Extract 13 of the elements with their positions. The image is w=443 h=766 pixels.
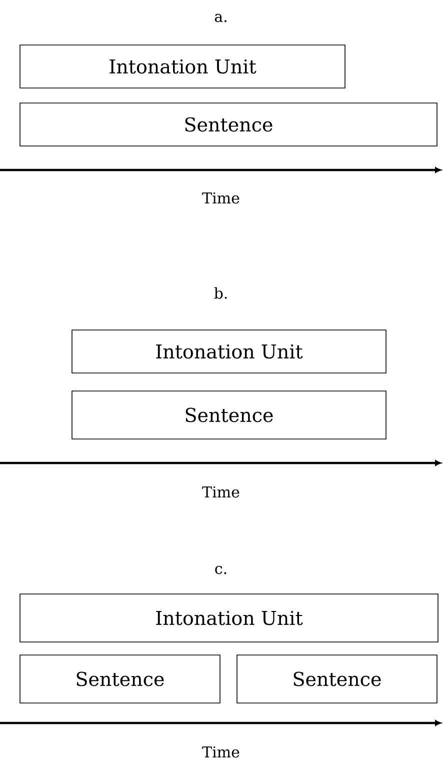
text-box: Intonation Unit [20,594,438,642]
text-box: Sentence [72,390,386,440]
panel-letter: a. [214,14,226,22]
text-box: Intonation Unit [20,44,346,88]
text-box: Intonation Unit [72,330,386,374]
panel-letter: c. [215,566,226,574]
axis-label: Time [202,192,240,204]
text-box: Sentence [20,102,438,146]
axis-label: Time [202,746,240,758]
text-box: Sentence [20,654,220,704]
panel-letter: b. [214,287,227,299]
axis-label: Time [202,486,240,498]
text-box: Sentence [236,654,438,704]
